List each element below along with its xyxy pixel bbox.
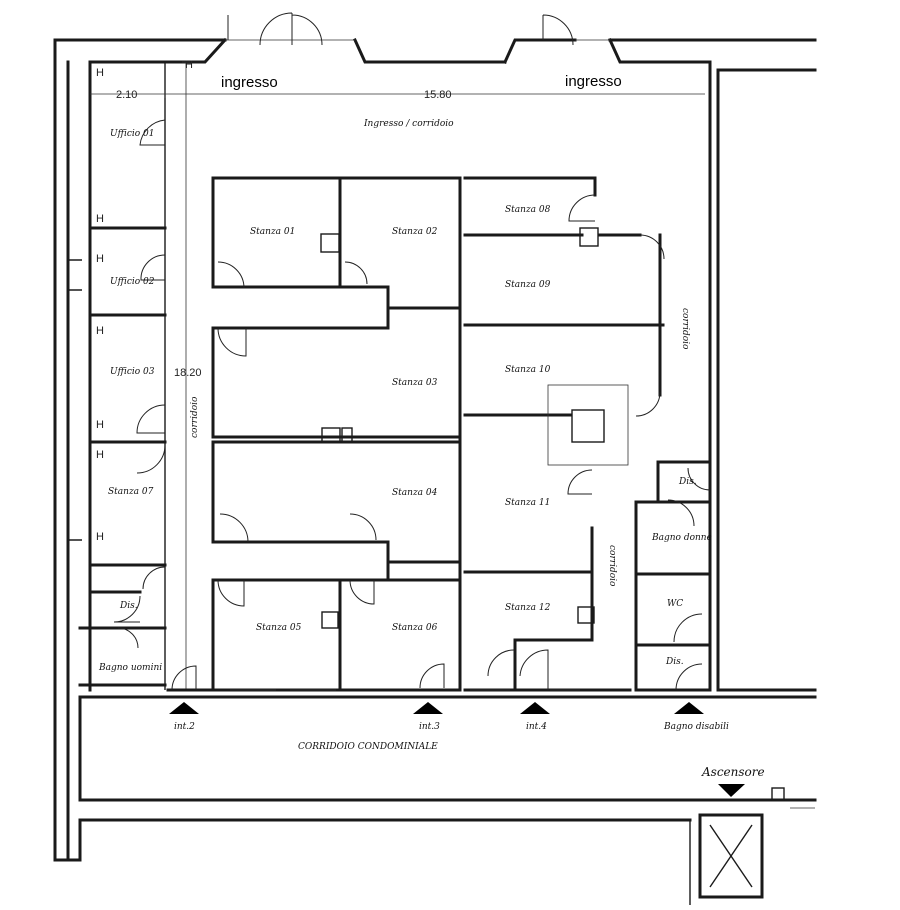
svg-text:H: H [96,531,104,543]
marker-label-int4: int.4 [526,722,547,732]
room-ufficio-02: Ufficio 02 [110,277,155,287]
marker-int4-icon [520,702,550,714]
right-rooms [463,176,665,692]
room-stanza-08: Stanza 08 [505,205,551,215]
svg-text:H: H [96,325,104,337]
marker-label-bagno-disabili: Bagno disabili [663,722,729,732]
room-ascensore: Ascensore [701,765,765,779]
room-bagno-donne: Bagno donne [651,533,712,543]
room-stanza-12: Stanza 12 [505,603,551,613]
entrance-label-right: ingresso [565,73,622,90]
room-ufficio-01: Ufficio 01 [110,129,155,139]
svg-text:H: H [96,67,104,79]
room-corridoio-right-2: corridoio [607,545,617,587]
room-wc: WC [667,599,683,609]
dimension-length: 18.20 [174,367,202,379]
marker-label-int3: int.3 [419,722,440,732]
svg-text:H: H [185,59,193,71]
room-dis-right-1: Dis. [678,477,697,487]
marker-int3-icon [413,702,443,714]
room-stanza-05: Stanza 05 [256,623,302,633]
dimension-width-main: 15.80 [424,89,452,101]
room-stanza-02: Stanza 02 [392,227,438,237]
ascensore-marker-icon [718,784,745,797]
room-dis-right-2: Dis. [665,657,684,667]
room-stanza-07: Stanza 07 [108,487,154,497]
room-dis-left: Dis. [119,601,138,611]
svg-text:H: H [96,449,104,461]
marker-int2-icon [169,702,199,714]
room-stanza-04: Stanza 04 [392,488,438,498]
room-corridoio-right-1: corridoio [680,308,690,350]
dimension-lines: H [90,59,705,691]
condo-corridor [78,695,817,905]
room-stanza-10: Stanza 10 [505,365,551,375]
marker-label-int2: int.2 [174,722,195,732]
svg-text:H: H [96,253,104,265]
room-ingresso-corridoio: Ingresso / corridoio [363,119,454,129]
room-stanza-09: Stanza 09 [505,280,551,290]
svg-text:H: H [96,419,104,431]
entrance-markers [169,702,745,797]
room-corridoio-vertical: corridoio [190,396,200,438]
service-rooms [634,460,712,692]
left-offices: H H H H H H H [78,60,167,692]
room-stanza-01: Stanza 01 [250,227,295,237]
outer-walls [53,12,817,862]
room-stanza-03: Stanza 03 [392,378,438,388]
central-rooms [166,176,462,692]
svg-text:H: H [96,213,104,225]
dimension-width-left: 2.10 [116,89,137,101]
marker-bagno-disabili-icon [674,702,704,714]
entrance-label-left: ingresso [221,74,278,91]
room-stanza-06: Stanza 06 [392,623,438,633]
room-stanza-11: Stanza 11 [505,498,550,508]
room-bagno-uomini: Bagno uomini [98,663,162,673]
room-corridoio-condominiale: CORRIDOIO CONDOMINIALE [298,742,438,752]
room-ufficio-03: Ufficio 03 [110,367,155,377]
labels: ingresso ingresso 2.10 15.80 18.20 Ingre… [98,73,765,779]
